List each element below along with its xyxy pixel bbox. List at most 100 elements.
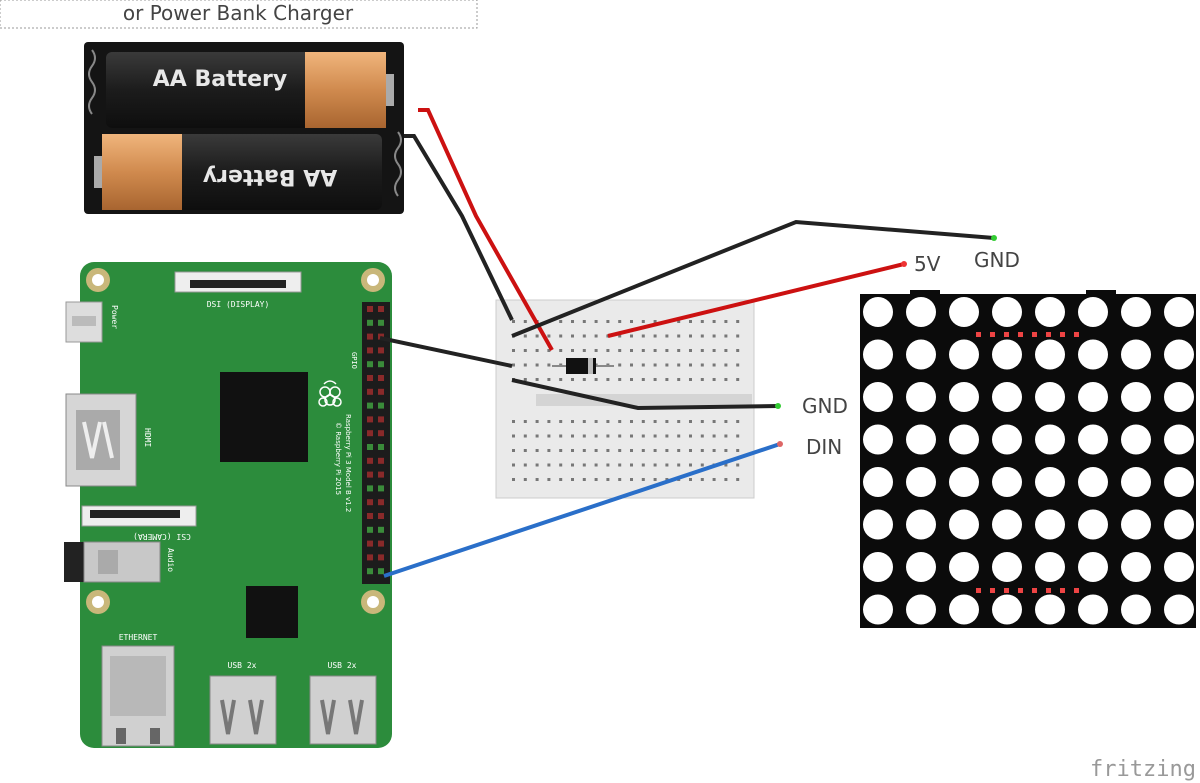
- gpio-pin: [378, 402, 384, 409]
- matrix-led: [992, 297, 1022, 327]
- matrix-led: [1035, 467, 1065, 497]
- matrix-led: [992, 339, 1022, 370]
- breadboard-hole: [618, 320, 622, 323]
- breadboard-hole: [582, 349, 586, 352]
- breadboard-hole: [724, 349, 728, 352]
- matrix-led: [949, 552, 979, 582]
- hdmi-label: HDMI: [143, 428, 152, 447]
- matrix-led: [992, 509, 1022, 540]
- matrix-led: [1121, 382, 1151, 412]
- breadboard-hole: [606, 378, 610, 381]
- breadboard-hole: [606, 420, 610, 423]
- breadboard-hole: [571, 463, 574, 467]
- matrix-led: [906, 594, 936, 625]
- breadboard-hole: [641, 434, 645, 438]
- gpio-pin: [367, 361, 373, 368]
- gpio-pin: [378, 554, 384, 561]
- usb-port-1: USB 2x: [209, 661, 277, 745]
- matrix-led: [949, 297, 979, 327]
- breadboard-hole: [736, 420, 740, 423]
- breadboard-hole: [523, 378, 527, 381]
- breadboard-hole: [653, 349, 657, 352]
- matrix-led: [1164, 594, 1194, 625]
- caption-text: or Power Bank Charger: [123, 1, 354, 25]
- wire-din: [383, 442, 781, 578]
- breadboard-hole: [677, 320, 681, 323]
- breadboard-hole: [630, 420, 633, 423]
- gpio-pin: [367, 540, 373, 547]
- breadboard-hole: [606, 449, 610, 452]
- matrix-pins-top: [976, 332, 1079, 337]
- matrix-led: [906, 467, 936, 497]
- breadboard-hole: [606, 434, 610, 438]
- breadboard-hole: [606, 320, 610, 323]
- power-label: Power: [110, 305, 119, 329]
- matrix-led: [906, 382, 936, 412]
- breadboard-hole: [630, 434, 633, 438]
- breadboard-hole: [653, 434, 657, 438]
- breadboard-hole: [535, 463, 539, 467]
- breadboard-hole: [606, 334, 610, 338]
- matrix-led: [949, 382, 979, 412]
- matrix-led: [863, 594, 893, 625]
- breadboard-hole: [535, 449, 539, 452]
- breadboard-hole: [736, 463, 740, 467]
- breadboard-hole: [571, 378, 574, 381]
- breadboard-hole: [512, 349, 515, 352]
- breadboard-hole: [641, 449, 645, 452]
- breadboard-hole: [700, 434, 704, 438]
- breadboard-hole: [736, 449, 740, 452]
- breadboard-hole: [689, 349, 692, 352]
- matrix-led: [1164, 339, 1194, 370]
- breadboard-hole: [582, 378, 586, 381]
- gpio-pin: [367, 513, 373, 519]
- usb-label-2: USB 2x: [328, 661, 357, 670]
- breadboard-hole: [512, 463, 515, 467]
- breadboard-hole: [559, 478, 563, 481]
- breadboard-hole: [523, 320, 527, 323]
- breadboard-hole: [571, 434, 574, 438]
- breadboard-hole: [559, 334, 563, 338]
- breadboard-hole: [712, 334, 716, 338]
- breadboard-hole: [582, 320, 586, 323]
- breadboard-hole: [618, 363, 622, 367]
- copyright-label: © Raspberry Pi 2015: [334, 422, 342, 495]
- breadboard-hole: [618, 349, 622, 352]
- gpio-pin: [367, 485, 373, 492]
- breadboard-hole: [724, 463, 728, 467]
- gpio-pin: [367, 471, 373, 478]
- diode: [552, 358, 614, 374]
- label-gnd-mid: GND: [802, 394, 848, 418]
- gpio-pin: [378, 388, 384, 395]
- breadboard-hole: [724, 449, 728, 452]
- wire-gpio-gnd: [379, 336, 513, 368]
- breadboard-hole: [700, 378, 704, 381]
- breadboard-hole: [653, 463, 657, 467]
- matrix-led: [1078, 424, 1108, 455]
- breadboard-hole: [677, 420, 681, 423]
- matrix-led: [949, 424, 979, 455]
- gpio-pin: [367, 416, 373, 423]
- dsi-connector: DSI (DISPLAY): [174, 271, 302, 309]
- matrix-led: [1035, 552, 1065, 582]
- breadboard-hole: [641, 463, 645, 467]
- matrix-led: [992, 424, 1022, 455]
- hdmi-connector: HDMI: [65, 393, 152, 487]
- breadboard-hole: [571, 478, 574, 481]
- soc-chip: [220, 372, 308, 462]
- breadboard-hole: [677, 363, 681, 367]
- breadboard-hole: [630, 378, 633, 381]
- breadboard-hole: [547, 420, 551, 423]
- breadboard-hole: [547, 378, 551, 381]
- matrix-led: [906, 297, 936, 327]
- breadboard-hole: [594, 349, 598, 352]
- gpio-pin: [378, 568, 384, 575]
- breadboard-hole: [582, 434, 586, 438]
- breadboard-hole: [559, 434, 563, 438]
- dsi-label: DSI (DISPLAY): [207, 300, 270, 309]
- matrix-led: [1121, 297, 1151, 327]
- lan-chip: [246, 586, 298, 638]
- breadboard-hole: [559, 378, 563, 381]
- gpio-pin: [367, 526, 373, 533]
